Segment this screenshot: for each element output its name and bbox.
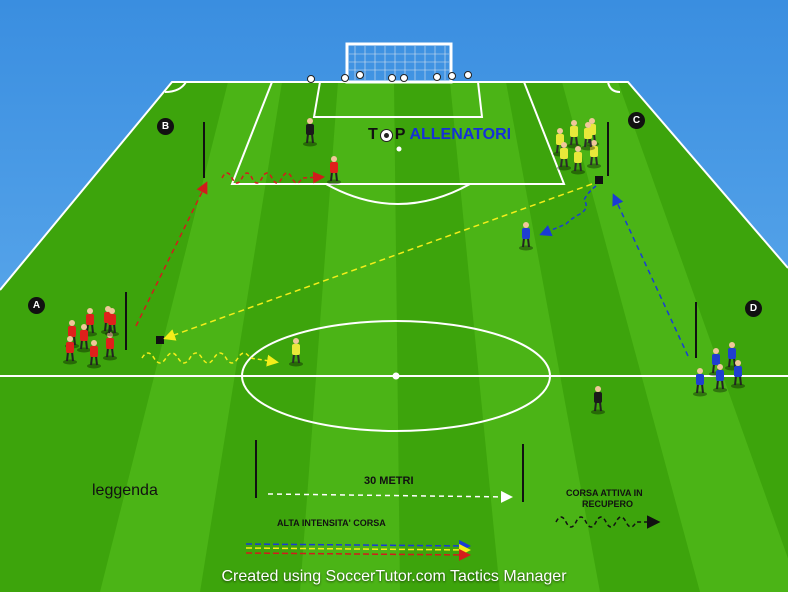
- brand-part2: P: [394, 126, 406, 143]
- penalty-spot-ball-icon: [396, 146, 402, 152]
- cone-icon: [156, 176, 603, 344]
- blue-player-icon: [693, 368, 707, 397]
- yellow-player-icon: [567, 120, 581, 149]
- brand-part1: T: [368, 126, 378, 143]
- recovery-label-line1: CORSA ATTIVA IN: [566, 488, 643, 498]
- yellow-player-icon: [289, 338, 303, 367]
- movement-arrows: [135, 171, 689, 367]
- blue-player-icon: [731, 360, 745, 389]
- station-a-badge: A: [28, 297, 45, 314]
- yellow-player-icon: [581, 122, 595, 151]
- footer-credit: Created using SoccerTutor.com Tactics Ma…: [221, 568, 567, 585]
- red-player-icon: [103, 332, 117, 361]
- players: [63, 118, 745, 415]
- legend-title: leggenda: [92, 482, 158, 499]
- distance-label: 30 METRI: [364, 475, 414, 487]
- brand-part3: ALLENATORI: [409, 126, 512, 143]
- referee-player-icon: [303, 118, 317, 147]
- red-player-icon: [105, 308, 119, 337]
- legend-arrows: [245, 490, 661, 561]
- red-player-icon: [63, 336, 77, 365]
- brand-logo: T P ALLENATORI: [368, 126, 511, 144]
- blue-player-icon: [713, 364, 727, 393]
- red-player-icon: [77, 324, 91, 353]
- recovery-label-line2: RECUPERO: [582, 499, 634, 509]
- red-player-icon: [87, 340, 101, 369]
- high-intensity-label: ALTA INTENSITA' CORSA: [277, 518, 386, 528]
- referee-player-icon: [591, 386, 605, 415]
- blue-player-icon: [519, 222, 533, 251]
- red-player-icon: [327, 156, 341, 185]
- yellow-player-icon: [557, 142, 571, 171]
- station-d-badge: D: [745, 300, 762, 317]
- poles: [125, 122, 697, 502]
- yellow-player-icon: [571, 146, 585, 175]
- ball-icon: [379, 128, 393, 142]
- blue-player-icon: [725, 342, 739, 371]
- station-c-badge: C: [628, 112, 645, 129]
- station-b-badge: B: [157, 118, 174, 135]
- ball-icon: [307, 71, 472, 83]
- yellow-player-icon: [587, 140, 601, 169]
